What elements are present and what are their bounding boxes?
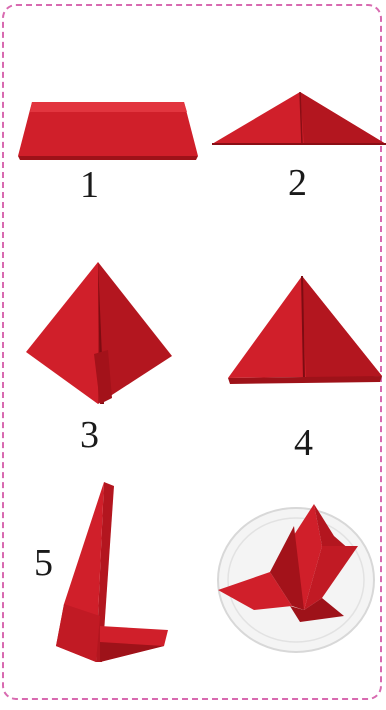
step-finished (4, 6, 386, 710)
finished-napkin-plate-image (4, 6, 386, 710)
dashed-frame: 1 2 3 4 (2, 4, 382, 700)
